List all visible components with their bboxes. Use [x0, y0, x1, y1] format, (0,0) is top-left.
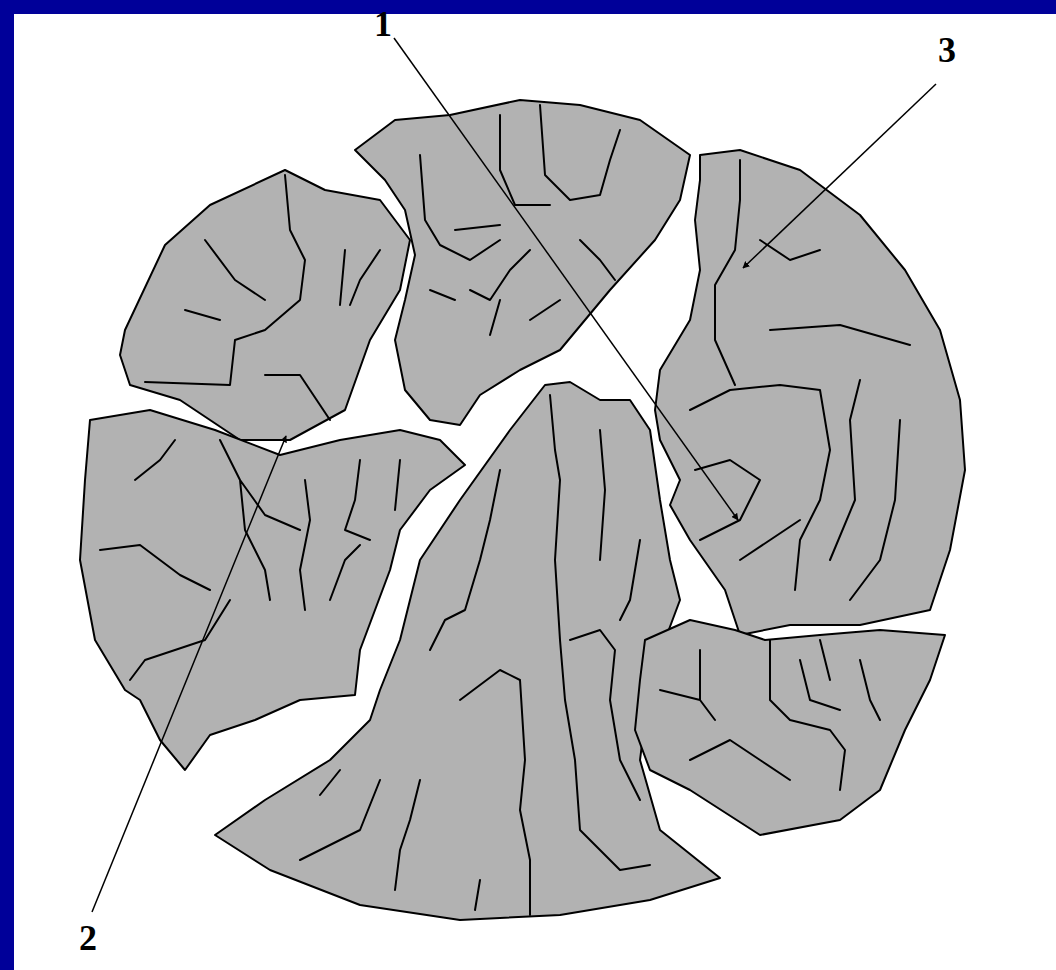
callout-number: 2: [79, 920, 97, 956]
callout-number: 1: [374, 6, 392, 42]
crack: [690, 160, 910, 600]
fragment: [120, 170, 410, 440]
callout-number: 3: [938, 32, 956, 68]
fragments: [80, 100, 965, 920]
leader-line: [743, 84, 936, 268]
leader-line: [394, 38, 738, 520]
crack: [660, 640, 880, 790]
crack: [300, 395, 650, 915]
crack: [420, 105, 620, 335]
white-panel: [14, 14, 1056, 970]
cracks: [100, 105, 910, 915]
fragment: [355, 100, 690, 425]
leader-lines: [92, 38, 936, 912]
crack: [100, 440, 400, 680]
label-anchor: 1: [374, 6, 392, 42]
leader-line: [92, 436, 286, 912]
label-anchor: 3: [938, 32, 956, 68]
fragment: [655, 150, 965, 635]
fragment: [635, 620, 945, 835]
label-anchor: 2: [79, 920, 97, 956]
crack: [145, 175, 380, 420]
